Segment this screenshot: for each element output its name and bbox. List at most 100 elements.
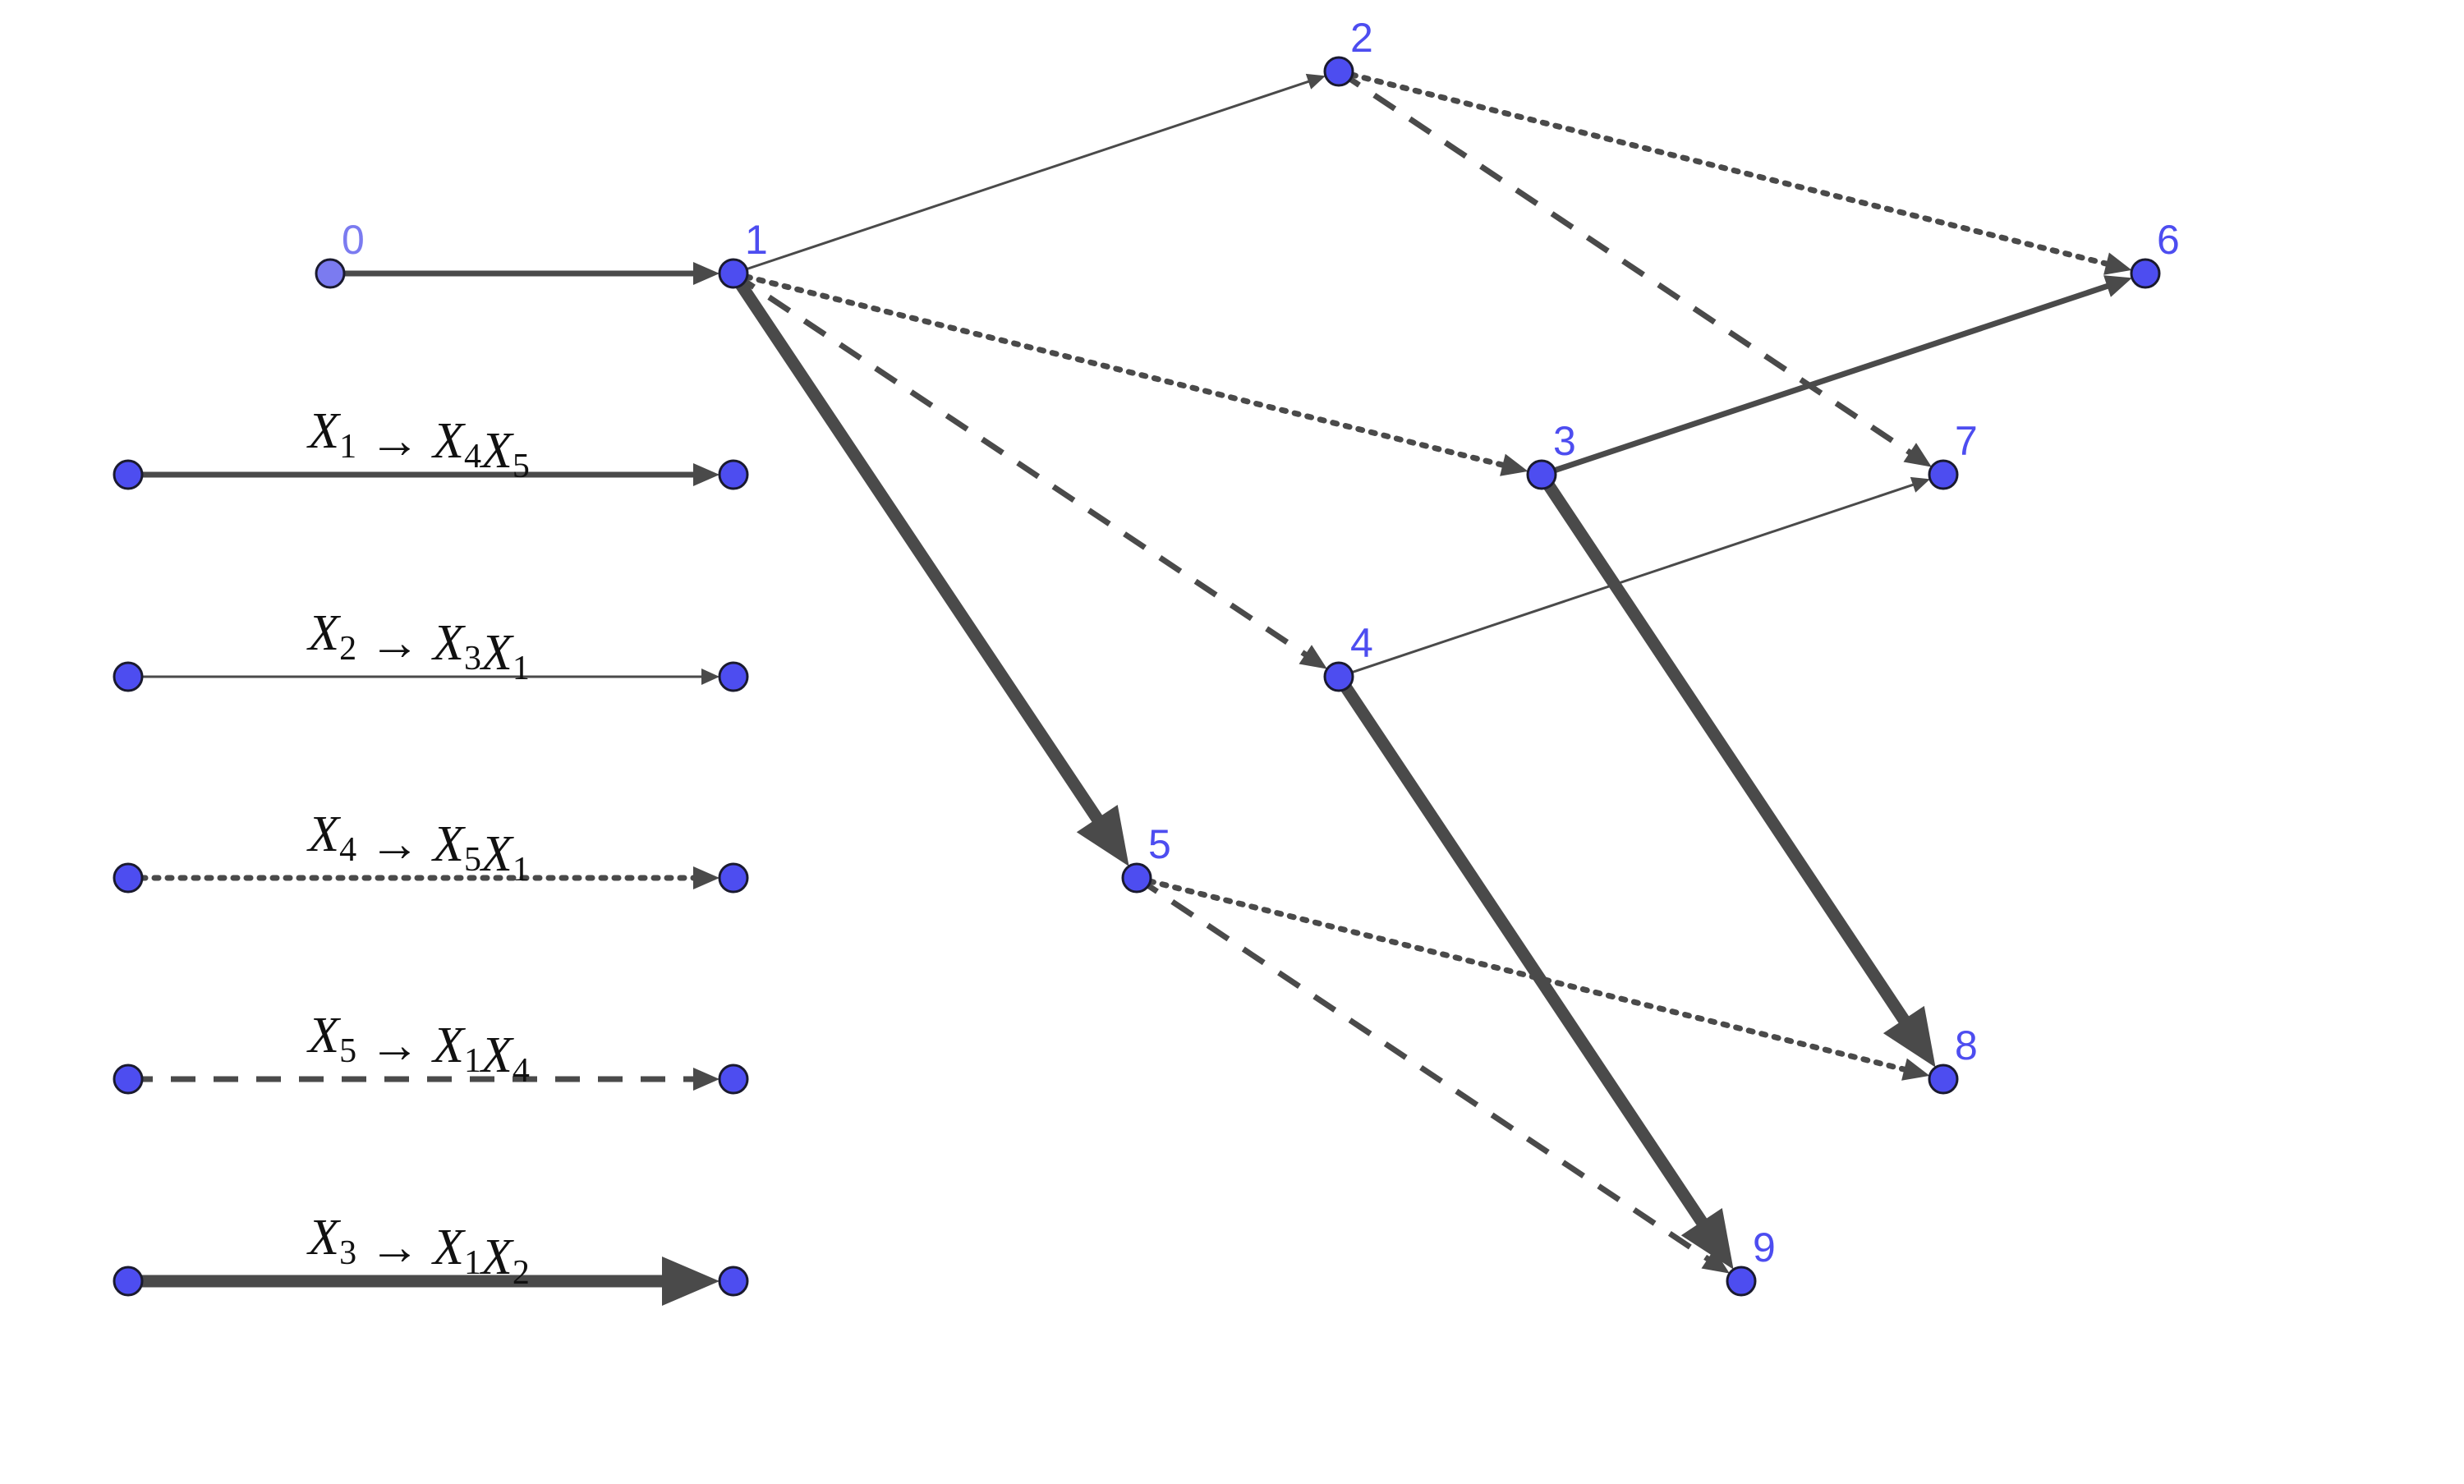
legend-start-node [113,862,144,894]
legend-row-X4: X4 → X5X1 [113,806,749,894]
edge-1-to-5-line [728,269,1104,824]
rule-subscript: 1 [339,428,356,466]
edge-2-to-7-line [1337,69,1913,456]
legend-rule-label: X5 → X1X4 [306,1008,530,1090]
legend-start-node [113,1064,144,1095]
state-node-6 [2130,258,2161,289]
rule-symbol: X [479,1229,514,1285]
rule-symbol: X [479,1027,514,1083]
edge-4-to-9 [1333,673,1734,1270]
state-node-7 [1928,459,1959,490]
edge-3-to-8-line [1536,471,1910,1025]
rule-subscript: 1 [513,650,530,687]
rule-symbol: X [306,403,341,459]
rule-arrow: → [356,413,433,469]
state-node-4 [1323,661,1354,692]
state-label-1: 1 [745,217,768,263]
edge-5-to-8 [1133,875,1930,1081]
legend-rule-label: X3 → X1X2 [306,1210,530,1292]
edge-1-to-3-line [730,270,1507,469]
edge-1-to-5 [728,269,1129,866]
rule-arrow: → [356,816,433,872]
state-label-0: 0 [342,217,365,263]
rule-subscript: 5 [464,841,481,879]
rule-symbol: X [306,806,341,862]
edge-1-to-4-arrowhead [1299,645,1327,669]
edge-4-to-9-line [1333,673,1708,1227]
legend-arrow-X2 [128,668,719,685]
rule-subscript: 5 [339,1032,356,1070]
legend-row-X1: X1 → X4X5 [113,403,749,490]
rule-subscript: 2 [339,630,356,668]
state-node-1 [718,258,749,289]
legend-row-X3: X3 → X1X2 [113,1210,749,1306]
legend-arrow-X1 [128,463,719,486]
rule-subscript: 2 [513,1254,530,1292]
edge-5-to-8-arrowhead [1901,1058,1930,1081]
edge-1-to-2-line [733,80,1311,275]
state-label-3: 3 [1553,418,1576,464]
rule-symbol: X [306,1210,341,1266]
edge-3-to-6-arrowhead [2103,275,2132,297]
state-label-7: 7 [1955,418,1978,464]
edge-5-to-9 [1135,875,1730,1274]
edge-1-to-2 [733,73,1326,275]
edge-1-to-4 [732,271,1327,669]
state-label-5: 5 [1148,821,1171,867]
rule-subscript: 1 [513,851,530,889]
rule-arrow: → [356,615,433,671]
state-node-2 [1323,56,1354,87]
rule-subscript: 1 [464,1244,481,1282]
state-node-9 [1726,1266,1757,1297]
legend-end-node [718,862,749,894]
legend-arrow-X3 [128,1257,719,1306]
rule-symbol: X [306,1008,341,1064]
legend-end-node [718,1064,749,1095]
legend-start-node [113,1266,144,1297]
edge-2-to-7 [1337,69,1932,467]
edge-4-to-9-arrowhead [1680,1208,1734,1270]
rule-symbol: X [306,605,341,661]
rule-subscript: 5 [513,448,530,485]
rule-symbol: X [430,413,466,469]
state-label-2: 2 [1350,15,1373,61]
rule-subscript: 3 [339,1234,356,1272]
rule-symbol: X [479,423,514,479]
rule-subscript: 4 [339,831,356,869]
edge-1-to-5-arrowhead [1076,805,1129,866]
edge-4-to-7-line [1338,483,1915,678]
legend-arrow-X4-arrowhead [693,866,719,889]
state-label-6: 6 [2157,217,2180,263]
legend-arrow-X4 [125,866,719,889]
rule-symbol: X [430,1018,466,1073]
state-node-5 [1121,862,1152,894]
edge-1-to-4-line [732,271,1308,658]
state-node-8 [1928,1064,1959,1095]
edge-3-to-6-line [1540,283,2110,478]
edge-0-to-1-arrowhead [693,262,719,285]
legend-end-node [718,1266,749,1297]
legend-arrow-X2-arrowhead [701,668,719,685]
legend-row-X5: X5 → X1X4 [113,1008,749,1095]
edge-3-to-8-arrowhead [1882,1005,1936,1068]
legend-arrow-X3-arrowhead [662,1257,719,1306]
rule-symbol: X [430,816,466,872]
legend-rule-label: X2 → X3X1 [306,605,530,687]
edge-2-to-7-arrowhead [1903,443,1932,467]
legend-arrow-X5-arrowhead [693,1068,719,1091]
rule-symbol: X [430,1220,466,1275]
edge-5-to-9-arrowhead [1701,1249,1730,1274]
edges [330,68,2132,1274]
legend-start-node [113,459,144,490]
edge-3-to-8 [1536,471,1936,1068]
rule-subscript: 4 [464,438,481,476]
rule-subscript: 1 [464,1042,481,1080]
rule-subscript: 3 [464,640,481,678]
edge-5-to-9-line [1135,875,1711,1262]
legend-end-node [718,459,749,490]
legend-end-node [718,661,749,692]
